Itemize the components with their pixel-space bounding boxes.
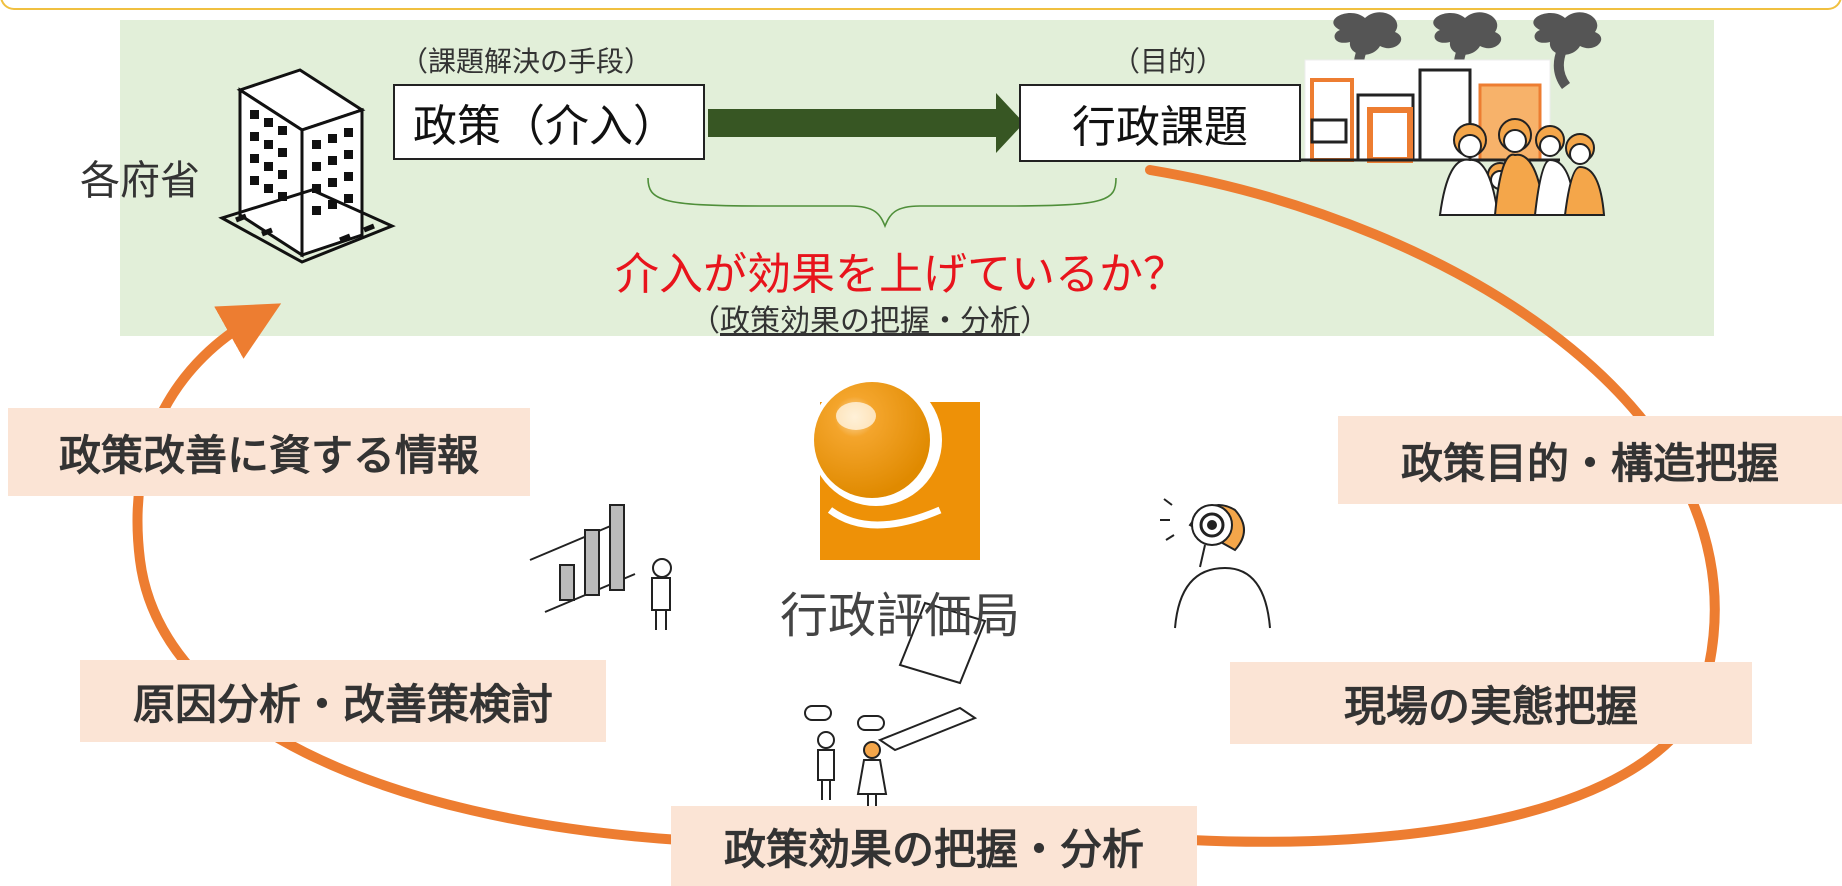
grasp-note-close: ） [1020, 304, 1050, 339]
brace [647, 177, 1117, 229]
means-to-purpose-arrow-shaft [708, 109, 998, 137]
cycle-step-improvement-info: 政策改善に資する情報 [8, 408, 530, 496]
cycle-step-effect-analysis: 政策効果の把握・分析 [671, 806, 1197, 886]
cycle-step-effect-analysis-label: 政策効果の把握・分析 [723, 824, 1144, 874]
policy-intervention-box: 政策（介入） [393, 84, 705, 160]
administrative-issue-text: 行政課題 [1072, 102, 1248, 153]
effect-grasp-note: （政策効果の把握・分析） [690, 296, 1050, 340]
people-discussing-laptop-icon [804, 601, 987, 810]
cycle-arc-left [132, 303, 685, 845]
grasp-note-text: 政策効果の把握・分析 [720, 304, 1020, 339]
means-to-purpose-arrow-head [996, 93, 1024, 153]
policy-intervention-text: 政策（介入） [413, 101, 677, 152]
city-smog-family-icon [1300, 12, 1606, 216]
person-with-bar-chart-icon [529, 504, 672, 630]
effectiveness-question: 介入が効果を上げているか？ [615, 249, 1187, 300]
evaluation-bureau-logo [810, 374, 980, 560]
office-building-icon [218, 68, 396, 264]
cycle-step-improvement-info-label: 政策改善に資する情報 [58, 430, 479, 480]
cycle-step-field-survey-label: 現場の実態把握 [1343, 681, 1638, 731]
cycle-step-purpose-structure: 政策目的・構造把握 [1338, 416, 1842, 504]
means-label: （課題解決の手段） [400, 45, 653, 78]
bureau-name: 行政評価局 [780, 588, 1021, 644]
cycle-arc-right [1145, 165, 1720, 847]
purpose-label: （目的） [1112, 45, 1225, 78]
cycle-step-purpose-structure-label: 政策目的・構造把握 [1400, 438, 1779, 488]
cycle-step-cause-analysis-label: 原因分析・改善策検討 [132, 679, 553, 729]
administrative-issue-box: 行政課題 [1019, 84, 1301, 162]
cycle-step-cause-analysis: 原因分析・改善策検討 [80, 660, 606, 742]
person-with-magnifier-icon [1160, 498, 1271, 629]
ministry-label: 各府省 [80, 158, 200, 204]
grasp-note-open: （ [690, 304, 720, 339]
cycle-step-field-survey: 現場の実態把握 [1230, 662, 1752, 744]
